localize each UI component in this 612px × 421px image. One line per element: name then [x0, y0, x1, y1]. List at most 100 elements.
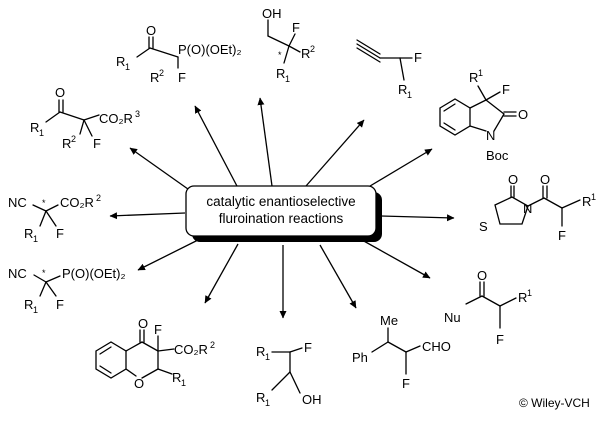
arrow-to-thiazolidinone — [379, 214, 455, 222]
svg-text:R: R — [276, 66, 285, 81]
svg-text:R: R — [256, 344, 265, 359]
svg-text:R: R — [24, 226, 33, 241]
svg-text:R: R — [469, 70, 478, 85]
svg-text:N: N — [523, 201, 532, 216]
svg-text:P(O)(OEt)₂: P(O)(OEt)₂ — [62, 266, 126, 281]
svg-text:O: O — [134, 376, 144, 391]
svg-text:F: F — [304, 340, 312, 355]
structure-fluoro-aldehyde: Me Ph CHO F — [352, 313, 451, 391]
svg-text:1: 1 — [265, 398, 270, 408]
svg-text:R: R — [301, 46, 310, 61]
svg-text:1: 1 — [527, 288, 532, 298]
arrow-to-chromanone — [204, 243, 239, 304]
svg-text:R: R — [256, 390, 265, 405]
svg-text:2: 2 — [159, 68, 164, 78]
svg-text:2: 2 — [71, 134, 76, 144]
svg-text:F: F — [56, 297, 64, 312]
svg-text:P(O)(OEt)₂: P(O)(OEt)₂ — [178, 42, 242, 57]
svg-text:OH: OH — [262, 6, 282, 21]
svg-text:R: R — [398, 82, 407, 97]
center-line-1: catalytic enantioselective — [206, 194, 355, 209]
svg-text:O: O — [518, 107, 528, 122]
arrow-to-aldehyde — [319, 244, 357, 309]
svg-text:O: O — [146, 23, 156, 38]
svg-text:1: 1 — [478, 68, 483, 78]
svg-text:F: F — [154, 322, 162, 337]
svg-text:O: O — [540, 172, 550, 187]
svg-text:2: 2 — [310, 44, 315, 54]
svg-text:R: R — [150, 70, 159, 85]
svg-text:2: 2 — [96, 193, 101, 203]
arrow-to-phosphonate-ketone — [194, 105, 239, 189]
svg-text:Ph: Ph — [352, 350, 368, 365]
svg-text:O: O — [477, 268, 487, 283]
copyright-notice: © Wiley-VCH — [519, 396, 590, 410]
arrow-to-nu-carbonyl — [361, 239, 431, 279]
svg-text:F: F — [93, 136, 101, 151]
svg-text:R: R — [30, 120, 39, 135]
svg-text:*: * — [42, 198, 46, 208]
svg-text:F: F — [496, 332, 504, 347]
svg-text:R: R — [62, 136, 71, 151]
svg-text:S: S — [479, 219, 488, 234]
svg-text:O: O — [55, 85, 65, 100]
svg-text:Me: Me — [380, 313, 398, 328]
svg-text:CO₂R: CO₂R — [99, 111, 133, 126]
center-box: catalytic enantioselective fluroination … — [185, 185, 382, 242]
svg-text:R: R — [116, 54, 125, 69]
arrow-to-oxindole — [359, 148, 433, 193]
svg-text:F: F — [292, 20, 300, 35]
arrow-to-ketoester — [129, 147, 196, 195]
svg-text:R: R — [582, 194, 591, 209]
svg-text:Boc: Boc — [486, 148, 509, 163]
svg-text:F: F — [56, 226, 64, 241]
svg-text:R: R — [518, 290, 527, 305]
svg-text:F: F — [414, 50, 422, 65]
svg-text:1: 1 — [265, 352, 270, 362]
arrow-to-cyanophosphonate — [137, 239, 199, 271]
radiating-arrows — [109, 97, 455, 319]
svg-text:1: 1 — [33, 305, 38, 315]
svg-text:F: F — [502, 82, 510, 97]
svg-text:R: R — [172, 370, 181, 385]
svg-text:1: 1 — [33, 234, 38, 244]
svg-text:*: * — [42, 268, 46, 278]
svg-text:CHO: CHO — [422, 339, 451, 354]
arrow-to-fluoro-alcohol — [257, 97, 273, 187]
svg-text:NC: NC — [8, 266, 27, 281]
svg-text:1: 1 — [125, 62, 130, 72]
svg-text:F: F — [558, 228, 566, 243]
svg-text:1: 1 — [285, 74, 290, 84]
svg-text:1: 1 — [591, 192, 596, 202]
svg-text:1: 1 — [181, 378, 186, 388]
svg-text:1: 1 — [407, 90, 412, 100]
arrow-to-cyanoester — [109, 212, 186, 220]
svg-text:NC: NC — [8, 195, 27, 210]
svg-text:O: O — [508, 172, 518, 187]
svg-text:OH: OH — [302, 392, 322, 407]
svg-text:CO₂R: CO₂R — [60, 195, 94, 210]
arrow-to-propargyl-fluoride — [305, 119, 365, 187]
svg-text:CO₂R: CO₂R — [174, 342, 208, 357]
svg-text:3: 3 — [135, 109, 140, 119]
center-line-2: fluroination reactions — [219, 211, 344, 226]
svg-text:*: * — [278, 50, 282, 60]
svg-text:O: O — [138, 316, 148, 331]
svg-text:Nu: Nu — [444, 310, 461, 325]
svg-text:2: 2 — [210, 340, 215, 350]
svg-text:1: 1 — [39, 128, 44, 138]
svg-text:R: R — [24, 297, 33, 312]
